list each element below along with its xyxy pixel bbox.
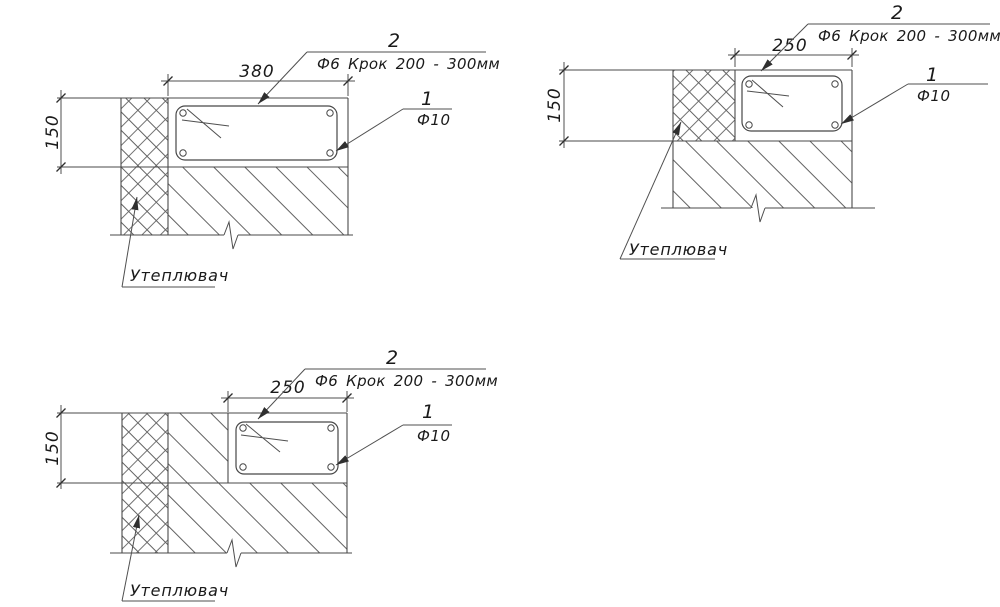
callout-number: 2: [891, 2, 903, 24]
rebar-section: [745, 121, 753, 129]
insulation-label: Утеплювач: [130, 581, 229, 600]
leader-line: [840, 83, 909, 125]
dim-lines: [221, 391, 354, 412]
stirrup: [175, 105, 338, 161]
masonry-hatch: [168, 167, 348, 235]
dim-ticks: [56, 93, 66, 172]
dim-height-label: 150: [43, 430, 63, 465]
callout-spec: Ф10: [917, 87, 951, 105]
rebar-section: [327, 463, 335, 471]
stirrup-hook: [181, 108, 230, 139]
callout-stirrup: 2 Ф6 Крок 200 - 300мм: [257, 30, 500, 105]
dim-width: 380: [161, 62, 355, 96]
leader-line: [619, 121, 682, 260]
dim-height-label: 150: [545, 87, 565, 122]
break-symbol: [226, 538, 242, 568]
wall-edges: [121, 413, 348, 553]
rebar-section: [239, 424, 247, 432]
dim-ticks: [223, 393, 352, 403]
rebar-section: [326, 149, 334, 157]
callout-spec: Ф10: [417, 427, 451, 445]
insulation-callout: Утеплювач: [121, 514, 229, 602]
dim-ticks: [559, 65, 569, 146]
leader-line: [760, 23, 809, 72]
callout-rebar: 1 Ф10: [335, 401, 452, 466]
dim-width-label: 250: [772, 36, 807, 56]
rebar-section: [831, 80, 839, 88]
rebar-section: [326, 109, 334, 117]
insulation-hatch: [673, 70, 735, 141]
dim-lines: [161, 74, 355, 96]
insulation-callout: Утеплювач: [121, 196, 229, 288]
dim-height-label: 150: [43, 114, 63, 149]
rebar-section: [239, 463, 247, 471]
wall-edges: [120, 98, 349, 235]
callout-stirrup: 2 Ф6 Крок 200 - 300мм: [760, 2, 1000, 72]
stirrup-outline: [175, 105, 338, 161]
insulation-label: Утеплювач: [130, 266, 229, 285]
rebar-section: [745, 80, 753, 88]
dim-height: 150: [43, 405, 66, 489]
dim-width-label: 250: [270, 378, 305, 398]
callout-rebar: 1 Ф10: [840, 64, 988, 125]
rebar-section: [179, 109, 187, 117]
stirrup-outline: [235, 421, 339, 475]
rebar-section: [179, 149, 187, 157]
leader-line: [335, 108, 404, 152]
masonry-hatch: [673, 141, 852, 208]
stirrup: [235, 421, 339, 475]
leader-line: [121, 514, 141, 602]
dim-ticks: [163, 76, 353, 86]
detail-top-right: 250 150 2 Ф6 Крок 200 - 300мм 1 Ф10 Утеп…: [545, 2, 1000, 260]
detail-top-left: 380 150 2 Ф6 Крок 200 - 300мм 1 Ф10 Утеп…: [43, 30, 500, 288]
insulation-callout: Утеплювач: [619, 121, 728, 260]
rebar-section: [327, 424, 335, 432]
rebar-section: [831, 121, 839, 129]
break-symbol: [223, 220, 239, 250]
callout-number: 1: [926, 64, 938, 86]
callout-spec: Ф6 Крок 200 - 300мм: [315, 372, 498, 390]
stirrup-outline: [741, 75, 843, 132]
dim-width-label: 380: [239, 62, 274, 82]
leader-line: [257, 51, 308, 105]
detail-bottom-left: 250 150 2 Ф6 Крок 200 - 300мм 1 Ф10 Утеп…: [43, 347, 498, 602]
callout-rebar: 1 Ф10: [335, 88, 452, 152]
dim-lines: [728, 48, 859, 67]
leader-line: [257, 368, 306, 420]
callout-number: 2: [386, 347, 398, 369]
stirrup-hook: [746, 79, 790, 108]
callout-number: 2: [388, 30, 400, 52]
stirrup-hook: [240, 423, 289, 453]
dim-ticks: [730, 50, 857, 60]
callout-stirrup: 2 Ф6 Крок 200 - 300мм: [257, 347, 498, 420]
callout-number: 1: [422, 401, 434, 423]
callout-number: 1: [421, 88, 433, 110]
callout-spec: Ф10: [417, 111, 451, 129]
break-symbol: [750, 193, 766, 223]
dim-height: 150: [545, 62, 569, 148]
dim-height: 150: [43, 90, 66, 174]
leader-line: [335, 424, 404, 466]
leader-line: [121, 196, 139, 288]
stirrup: [741, 75, 843, 132]
callout-spec: Ф6 Крок 200 - 300мм: [818, 27, 1000, 45]
insulation-label: Утеплювач: [629, 240, 728, 259]
dim-ticks: [56, 408, 66, 488]
callout-spec: Ф6 Крок 200 - 300мм: [317, 55, 500, 73]
